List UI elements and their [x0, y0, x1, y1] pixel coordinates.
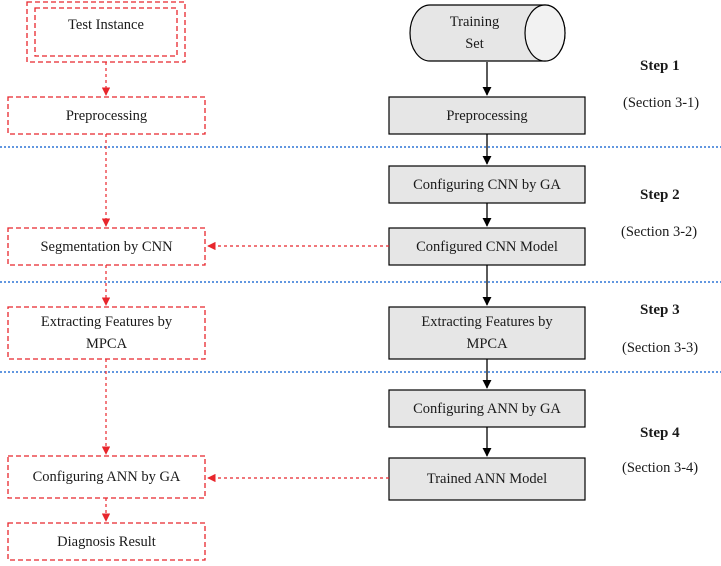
train-preprocessing-box [388, 96, 586, 135]
test-configuring-ann-label: Configuring ANN by GA [32, 469, 181, 485]
training-set-label: Training Set [449, 14, 500, 52]
test-instance-label: Test Instance [68, 17, 144, 33]
step-2-title: Step 2 [640, 187, 680, 203]
diagnosis-result-box [7, 522, 206, 561]
test-preprocessing-label: Preprocessing [65, 107, 148, 124]
configured-cnn-label: Configured CNN Model [416, 238, 558, 255]
train-preprocessing-label: Preprocessing [446, 107, 528, 124]
step-3-title: Step 3 [640, 302, 680, 318]
step-4-title: Step 4 [640, 425, 680, 441]
step-4-section: (Section 3-4) [622, 460, 699, 476]
segmentation-label: Segmentation by CNN [40, 238, 173, 255]
configuring-cnn-box [388, 165, 586, 204]
trained-ann-box [388, 457, 586, 501]
test-extracting-label: Extracting Features by MPCA [40, 314, 173, 352]
trained-ann-label: Trained ANN Model [426, 471, 548, 487]
configuring-cnn-label: Configuring CNN by GA [413, 176, 561, 193]
train-extracting-label: Extracting Features by MPCA [421, 314, 553, 352]
step-2-section: (Section 3-2) [621, 224, 698, 240]
step-1-section: (Section 3-1) [623, 95, 700, 111]
configuring-ann-train-label: Configuring ANN by GA [413, 400, 561, 417]
training-set-cylinder [409, 4, 566, 62]
step-1-title: Step 1 [640, 58, 680, 74]
train-extracting-box [388, 306, 586, 360]
step-3-section: (Section 3-3) [622, 340, 699, 356]
diagnosis-result-label: Diagnosis Result [57, 533, 156, 550]
